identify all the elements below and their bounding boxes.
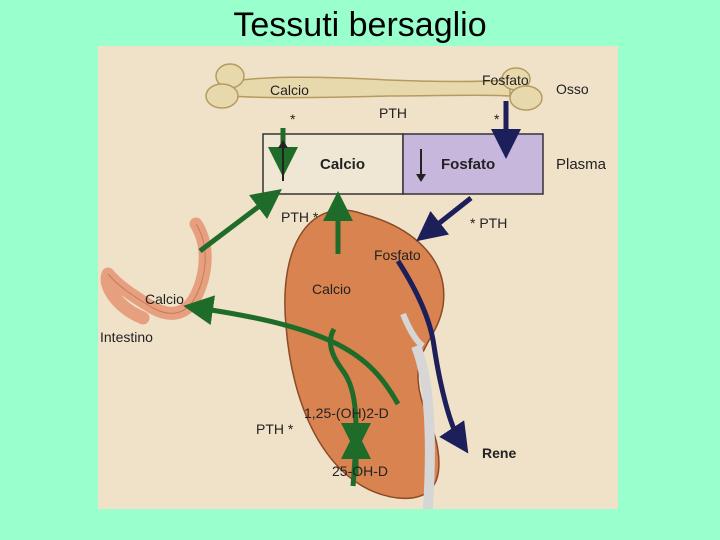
label-fosfato-plasma: Fosfato [441,156,495,173]
label-pth-top: PTH [379,105,407,121]
label-plasma: Plasma [556,156,607,173]
label-pth-left: PTH * [281,209,319,225]
label-pth-right: * PTH [470,215,507,231]
label-osso: Osso [556,81,589,97]
label-asterisk-left: * [290,111,296,127]
label-pth-bottom: PTH * [256,421,294,437]
label-vitamin-d-precursor: 25-OH-D [332,463,388,479]
label-calcio-plasma: Calcio [320,156,365,173]
label-asterisk-right: * [494,111,500,127]
label-calcio-intestine: Calcio [145,291,184,307]
label-rene: Rene [482,445,516,461]
label-calcio-kidney: Calcio [312,281,351,297]
target-tissues-diagram: Calcio Fosfato Osso * * PTH Calcio Fosfa… [98,46,618,509]
label-fosfato-bone: Fosfato [482,72,529,88]
label-fosfato-kidney: Fosfato [374,247,421,263]
label-calcio-bone: Calcio [270,82,309,98]
label-vitamin-d-active: 1,25-(OH)2-D [304,405,389,421]
label-intestino: Intestino [100,329,153,345]
slide-title: Tessuti bersaglio [0,6,720,45]
